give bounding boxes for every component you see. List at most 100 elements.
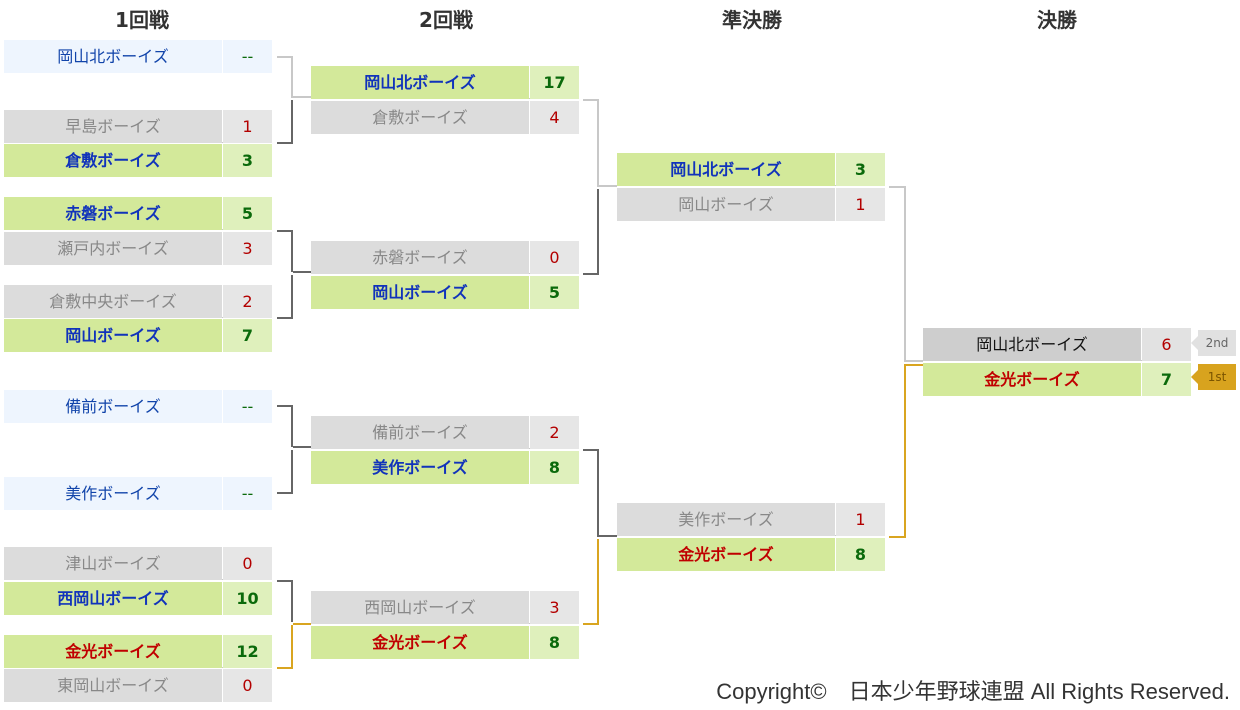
team-score: 3 <box>223 144 272 177</box>
r2-slot[interactable]: 美作ボーイズ 8 <box>311 451 579 484</box>
team-name: 岡山北ボーイズ <box>617 153 835 186</box>
r1-slot[interactable]: 岡山ボーイズ 7 <box>4 319 272 352</box>
team-score: 7 <box>1142 363 1191 396</box>
team-name: 岡山ボーイズ <box>311 276 529 309</box>
r2-slot[interactable]: 倉敷ボーイズ 4 <box>311 101 579 134</box>
sf-slot[interactable]: 岡山北ボーイズ 3 <box>617 153 885 186</box>
r2-slot[interactable]: 西岡山ボーイズ 3 <box>311 591 579 624</box>
team-score: -- <box>223 390 272 423</box>
final-slot[interactable]: 岡山北ボーイズ 6 <box>923 328 1191 361</box>
team-name: 西岡山ボーイズ <box>311 591 529 624</box>
team-name: 岡山ボーイズ <box>4 319 222 352</box>
team-score: 4 <box>530 101 579 134</box>
r1-slot[interactable]: 瀬戸内ボーイズ 3 <box>4 232 272 265</box>
team-name: 倉敷ボーイズ <box>311 101 529 134</box>
team-score: 17 <box>530 66 579 99</box>
bracket-connector <box>277 56 293 98</box>
team-score: 8 <box>530 451 579 484</box>
bracket-connector <box>599 185 617 187</box>
r1-slot[interactable]: 西岡山ボーイズ 10 <box>4 582 272 615</box>
bracket-connector <box>277 625 293 669</box>
silver-medal-badge: 2nd <box>1191 330 1236 356</box>
r1-slot[interactable]: 津山ボーイズ 0 <box>4 547 272 580</box>
team-score: 3 <box>223 232 272 265</box>
team-name: 備前ボーイズ <box>311 416 529 449</box>
sf-slot[interactable]: 岡山ボーイズ 1 <box>617 188 885 221</box>
team-name: 岡山北ボーイズ <box>311 66 529 99</box>
team-name: 岡山北ボーイズ <box>4 40 222 73</box>
team-score: 6 <box>1142 328 1191 361</box>
bracket-connector <box>583 189 599 275</box>
team-score: 3 <box>836 153 885 186</box>
r2-slot[interactable]: 岡山ボーイズ 5 <box>311 276 579 309</box>
team-name: 赤磐ボーイズ <box>4 197 222 230</box>
bracket-connector <box>599 535 617 537</box>
round-header-1: 1回戦 <box>115 8 169 32</box>
r1-slot[interactable]: 岡山北ボーイズ -- <box>4 40 272 73</box>
team-name: 倉敷中央ボーイズ <box>4 285 222 318</box>
team-score: 0 <box>223 669 272 702</box>
team-name: 美作ボーイズ <box>311 451 529 484</box>
team-score: 10 <box>223 582 272 615</box>
team-name: 金光ボーイズ <box>617 538 835 571</box>
team-name: 東岡山ボーイズ <box>4 669 222 702</box>
sf-slot[interactable]: 金光ボーイズ 8 <box>617 538 885 571</box>
team-score: 8 <box>530 626 579 659</box>
team-score: 5 <box>223 197 272 230</box>
r2-slot[interactable]: 金光ボーイズ 8 <box>311 626 579 659</box>
r1-slot[interactable]: 早島ボーイズ 1 <box>4 110 272 143</box>
r1-slot[interactable]: 東岡山ボーイズ 0 <box>4 669 272 702</box>
r1-slot[interactable]: 金光ボーイズ 12 <box>4 635 272 668</box>
bracket-connector <box>583 539 599 625</box>
sf-slot[interactable]: 美作ボーイズ 1 <box>617 503 885 536</box>
team-score: 12 <box>223 635 272 668</box>
team-score: 1 <box>836 188 885 221</box>
team-score: 8 <box>836 538 885 571</box>
team-name: 赤磐ボーイズ <box>311 241 529 274</box>
team-score: 0 <box>223 547 272 580</box>
bracket-connector <box>277 275 293 319</box>
bracket-connector <box>889 186 906 362</box>
team-name: 津山ボーイズ <box>4 547 222 580</box>
round-header-2: 2回戦 <box>419 8 473 32</box>
team-score: 3 <box>530 591 579 624</box>
bracket-connector <box>277 100 293 144</box>
team-name: 早島ボーイズ <box>4 110 222 143</box>
team-name: 美作ボーイズ <box>4 477 222 510</box>
bracket-connector <box>277 450 293 494</box>
round-header-semifinal: 準決勝 <box>722 8 782 32</box>
r1-slot[interactable]: 美作ボーイズ -- <box>4 477 272 510</box>
bracket-connector <box>906 364 923 366</box>
bracket-connector <box>293 271 311 273</box>
team-name: 備前ボーイズ <box>4 390 222 423</box>
team-name: 金光ボーイズ <box>923 363 1141 396</box>
copyright-text: Copyright© 日本少年野球連盟 All Rights Reserved. <box>716 679 1230 704</box>
r2-slot[interactable]: 赤磐ボーイズ 0 <box>311 241 579 274</box>
r2-slot[interactable]: 備前ボーイズ 2 <box>311 416 579 449</box>
bracket-connector <box>293 446 311 448</box>
team-score: 5 <box>530 276 579 309</box>
team-name: 金光ボーイズ <box>311 626 529 659</box>
bracket-connector <box>293 623 311 625</box>
r2-slot[interactable]: 岡山北ボーイズ 17 <box>311 66 579 99</box>
bracket-connector <box>277 230 293 272</box>
round-header-final: 決勝 <box>1037 8 1077 32</box>
bracket-connector <box>906 360 923 362</box>
r1-slot[interactable]: 備前ボーイズ -- <box>4 390 272 423</box>
team-score: 1 <box>223 110 272 143</box>
team-score: 2 <box>530 416 579 449</box>
r1-slot[interactable]: 倉敷ボーイズ 3 <box>4 144 272 177</box>
team-score: -- <box>223 477 272 510</box>
team-name: 西岡山ボーイズ <box>4 582 222 615</box>
bracket-connector <box>277 405 293 447</box>
team-name: 岡山ボーイズ <box>617 188 835 221</box>
team-score: 7 <box>223 319 272 352</box>
team-name: 倉敷ボーイズ <box>4 144 222 177</box>
bracket-connector <box>583 99 599 187</box>
team-name: 美作ボーイズ <box>617 503 835 536</box>
r1-slot[interactable]: 倉敷中央ボーイズ 2 <box>4 285 272 318</box>
r1-slot[interactable]: 赤磐ボーイズ 5 <box>4 197 272 230</box>
team-score: 2 <box>223 285 272 318</box>
bracket-connector <box>583 449 599 537</box>
final-slot[interactable]: 金光ボーイズ 7 <box>923 363 1191 396</box>
